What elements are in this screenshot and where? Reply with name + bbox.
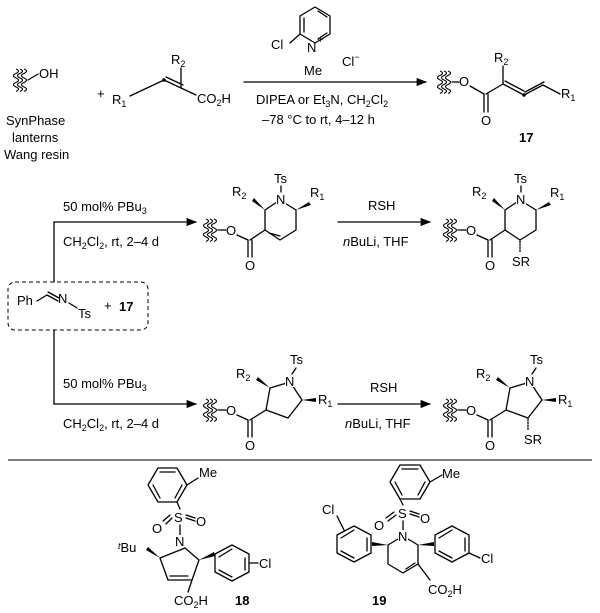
base-condition: nBuLi, THF — [345, 416, 411, 431]
carbonyl-oxygen: O — [481, 113, 491, 128]
lower-branch: 50 mol% PBu3 CH2Cl2, rt, 2–4 d O O N Ts … — [63, 352, 572, 453]
upper-branch: 50 mol% PBu3 CH2Cl2, rt, 2–4 d O O N Ts … — [63, 171, 564, 273]
r2-label: R2 — [472, 184, 486, 201]
condition-line-1: DIPEA or Et3N, CH2Cl2 — [256, 92, 388, 109]
ring-n-label: N — [516, 192, 525, 207]
ester-oxygen: O — [466, 223, 476, 238]
thiol-reagent: RSH — [370, 380, 397, 395]
tetrahydropyridine-product: O O N Ts R2 R1 — [202, 171, 324, 273]
ring-n-label: N — [175, 534, 184, 549]
tosyl-label: Ts — [78, 306, 92, 321]
chloro-label-left: Cl — [322, 502, 334, 517]
r2-label: R2 — [232, 184, 246, 201]
methyl-label: Me — [442, 466, 460, 481]
r1-label: R1 — [112, 92, 126, 109]
hydroxyl-label: OH — [39, 66, 59, 81]
thioether-label: SR — [512, 254, 530, 269]
phenyl-label: Ph — [17, 293, 33, 308]
tosyl-label: Ts — [274, 171, 288, 186]
tosyl-label: Ts — [290, 352, 304, 367]
compound-label-19: 19 — [372, 593, 386, 608]
allenoic-acid: R1 R2 CO2H — [112, 52, 231, 109]
condition-line-2: –78 °C to rt, 4–12 h — [262, 112, 375, 127]
compound-label-17: 17 — [519, 130, 533, 145]
carboxylic-acid-label: CO2H — [428, 582, 462, 599]
ester-oxygen: O — [226, 403, 236, 418]
r1-label: R1 — [550, 185, 564, 202]
thiol-reagent: RSH — [368, 198, 395, 213]
reagent-n-label: N — [307, 40, 316, 55]
chloro-label-right: Cl — [481, 551, 493, 566]
compound-label-17: 17 — [119, 299, 133, 314]
r1-label: R1 — [310, 185, 324, 202]
ring-n-label: N — [276, 192, 285, 207]
resin-bead-icon — [436, 70, 452, 95]
ester-oxygen: O — [466, 403, 476, 418]
r2-label: R2 — [236, 366, 250, 383]
compound-18: Me S O O N tBu Cl CO2H 18 — [118, 465, 271, 610]
resin-caption-3: Wang resin — [4, 147, 69, 162]
sulfur-label: S — [174, 510, 183, 525]
allenoate-product-17: O O R2 R1 17 — [436, 50, 575, 145]
branch-arrows — [53, 217, 198, 409]
imine-reagent-box: Ph N Ts + 17 — [7, 281, 149, 331]
co2h-label: CO2H — [197, 91, 231, 108]
thiopiperidine-product: O O N Ts R2 R1 SR — [442, 171, 564, 273]
sulfur-label: S — [398, 506, 407, 521]
carbonyl-oxygen: O — [245, 438, 255, 453]
resin-bead-icon — [442, 398, 458, 423]
catalyst-condition: 50 mol% PBu3 — [63, 199, 147, 216]
tert-butyl-label: tBu — [118, 540, 136, 555]
catalyst-condition: 50 mol% PBu3 — [63, 376, 147, 393]
solvent-condition: CH2Cl2, rt, 2–4 d — [63, 234, 159, 251]
compound-label-18: 18 — [235, 593, 249, 608]
methyl-label: Me — [199, 465, 217, 480]
top-reaction: OH SynPhase lanterns Wang resin + R1 R2 … — [4, 6, 575, 162]
carboxylic-acid-label: CO2H — [174, 593, 208, 610]
carbonyl-oxygen: O — [245, 258, 255, 273]
r2-label: R2 — [476, 366, 490, 383]
r1-label: R1 — [561, 86, 575, 103]
sulfonyl-o-label: O — [196, 514, 206, 529]
ester-oxygen: O — [459, 74, 469, 89]
resin-bead-icon — [12, 68, 28, 93]
base-condition: nBuLi, THF — [343, 234, 409, 249]
carbonyl-oxygen: O — [485, 258, 495, 273]
reagent-cl-label: Cl — [271, 37, 283, 52]
tosyl-label: Ts — [514, 171, 528, 186]
ring-n-label: N — [398, 529, 407, 544]
r2-label: R2 — [494, 50, 508, 67]
r1-label: R1 — [318, 392, 332, 409]
resin-bead-icon — [202, 398, 218, 423]
resin-bead-icon — [442, 218, 458, 243]
tosyl-label: Ts — [530, 352, 544, 367]
r1-label: R1 — [558, 392, 572, 409]
resin-caption-1: SynPhase — [6, 113, 65, 128]
thioether-label: SR — [524, 432, 542, 447]
thiopyrrolidine-product: O O N Ts R2 R1 SR — [442, 352, 572, 453]
ring-n-label: N — [525, 374, 534, 389]
reagent-me-label: Me — [304, 63, 322, 78]
solvent-condition: CH2Cl2, rt, 2–4 d — [63, 416, 159, 433]
plus-sign: + — [104, 298, 112, 313]
sulfonyl-o-label: O — [374, 518, 384, 533]
resin-caption-2: lanterns — [12, 130, 59, 145]
sulfonyl-o-label: O — [152, 521, 162, 536]
pyrrolidine-product: O O N Ts R2 R1 — [202, 352, 332, 453]
sulfonyl-o-label: O — [420, 511, 430, 526]
counter-ion-label: Cl− — [342, 52, 360, 69]
compound-19: Me S O O N Cl Cl CO2H 19 — [322, 464, 493, 608]
chloro-label: Cl — [259, 556, 271, 571]
ester-oxygen: O — [226, 223, 236, 238]
carbonyl-oxygen: O — [485, 438, 495, 453]
ring-n-label: N — [285, 374, 294, 389]
resin-bead-icon — [202, 218, 218, 243]
reagent-plus-label: + — [318, 35, 323, 45]
r2-label: R2 — [171, 52, 185, 69]
mukaiyama-reagent: Cl N + Me Cl− — [271, 6, 360, 78]
plus-sign: + — [97, 86, 105, 101]
imine-n-label: N — [58, 291, 67, 306]
